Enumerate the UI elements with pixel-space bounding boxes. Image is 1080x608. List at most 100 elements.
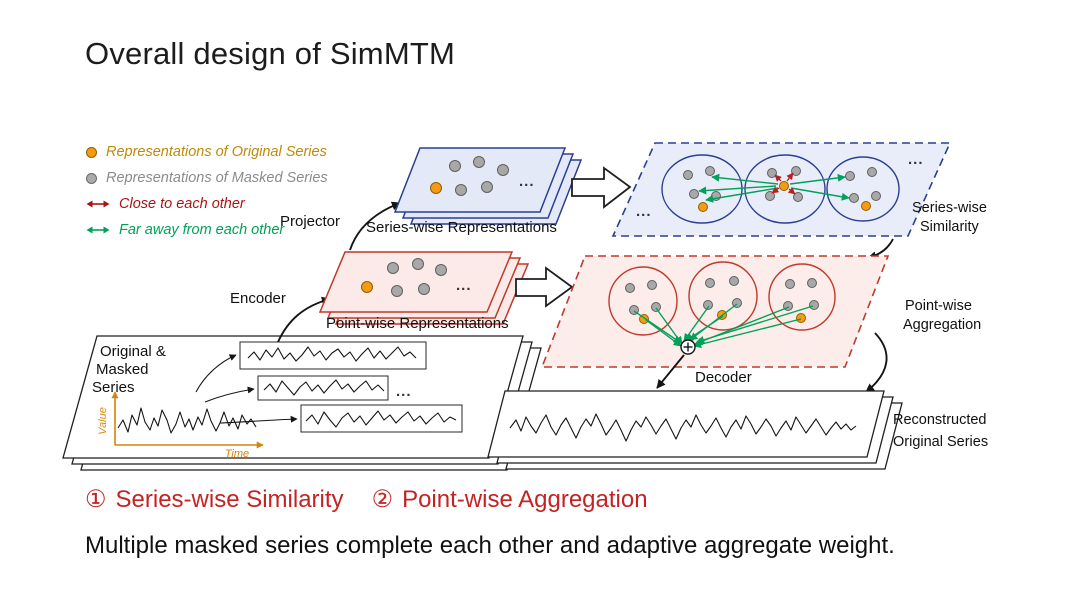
similarity-cluster-1 bbox=[661, 154, 743, 224]
aggregate-arrow bbox=[689, 303, 738, 341]
blue-sheet-front bbox=[393, 147, 567, 213]
aggregation-panel-plane bbox=[540, 255, 890, 368]
gray-dot bbox=[703, 300, 713, 310]
mask-arrow-3 bbox=[219, 415, 298, 424]
masked-series-box-3 bbox=[300, 404, 463, 433]
blue-sheet-ellipsis: ... bbox=[519, 173, 535, 190]
similarity-cluster-2 bbox=[744, 154, 826, 224]
gray-dot bbox=[867, 167, 877, 177]
gray-dot bbox=[647, 280, 657, 290]
orange-dot-icon bbox=[86, 146, 97, 158]
reconstructed-series-stack: Reconstructed Original Series bbox=[487, 390, 988, 470]
gray-dot bbox=[435, 264, 447, 276]
time-axis-label: Time bbox=[225, 448, 249, 460]
close-arrow bbox=[787, 187, 796, 195]
gray-dot bbox=[807, 278, 817, 288]
legend-label-far: Far away from each other bbox=[119, 222, 285, 238]
mask-arrow-1 bbox=[195, 354, 237, 393]
orange-dot bbox=[361, 281, 373, 293]
legend-item-original: Representations of Original Series bbox=[86, 144, 328, 160]
gray-dot bbox=[785, 279, 795, 289]
gray-dot bbox=[705, 278, 715, 288]
close-arrow bbox=[786, 172, 794, 182]
gray-dot bbox=[455, 184, 467, 196]
gray-dot bbox=[497, 164, 509, 176]
legend-item-masked: Representations of Masked Series bbox=[86, 170, 328, 186]
far-arrow bbox=[789, 173, 846, 185]
far-arrow bbox=[698, 185, 777, 195]
masked-series-box-2 bbox=[257, 375, 389, 401]
red-sheet-front bbox=[318, 251, 514, 313]
original-masked-label-line2: Masked bbox=[96, 361, 149, 378]
orange-dot bbox=[861, 201, 871, 211]
gray-dot bbox=[418, 283, 430, 295]
gray-dot bbox=[449, 160, 461, 172]
far-arrow bbox=[711, 173, 779, 185]
reconstructed-wave bbox=[509, 413, 857, 442]
gray-dot bbox=[767, 168, 777, 178]
legend-label-masked: Representations of Masked Series bbox=[106, 170, 328, 186]
similarity-ellipsis-right: ... bbox=[908, 151, 924, 168]
flow-arrow-bottom bbox=[515, 266, 574, 308]
similarity-to-aggregation-arrow bbox=[867, 238, 894, 261]
far-arrow-icon bbox=[86, 226, 110, 234]
original-series-wave bbox=[117, 407, 257, 434]
encoder-flow: Encoder bbox=[230, 290, 331, 343]
legend-label-close: Close to each other bbox=[119, 196, 245, 212]
aggregate-arrow bbox=[655, 307, 683, 345]
series-wise-similarity-label-line2: Similarity bbox=[920, 219, 980, 235]
aggregate-arrow bbox=[633, 310, 682, 344]
flow-arrow-top bbox=[571, 166, 632, 209]
orange-dot bbox=[698, 202, 708, 212]
series-wise-representation-sheets: ... Series-wise Representations bbox=[366, 147, 583, 236]
similarity-ellipsis-left: ... bbox=[636, 203, 652, 220]
circled-number-2: ② bbox=[371, 486, 394, 513]
legend-item-far: Far away from each other bbox=[86, 222, 328, 238]
gray-dot bbox=[849, 193, 859, 203]
gray-dot bbox=[809, 300, 819, 310]
gray-dot bbox=[625, 283, 635, 293]
aggregation-cluster-3 bbox=[768, 263, 836, 331]
similarity-cluster-3 bbox=[826, 156, 900, 222]
masked-series-wave-3 bbox=[305, 410, 457, 428]
gray-dot bbox=[765, 191, 775, 201]
key-point-1-label: Series-wise Similarity bbox=[115, 486, 344, 513]
value-axis-label: Value bbox=[97, 407, 109, 435]
gray-dot bbox=[683, 170, 693, 180]
far-arrow bbox=[705, 187, 779, 203]
aggregate-arrow bbox=[645, 319, 682, 347]
gray-dot bbox=[387, 262, 399, 274]
legend-label-original: Representations of Original Series bbox=[106, 144, 327, 160]
gray-dot bbox=[791, 166, 801, 176]
orange-dot bbox=[779, 181, 789, 191]
reconstructed-label-line2: Original Series bbox=[893, 434, 988, 450]
aggregate-arrow bbox=[693, 318, 802, 349]
gray-dot bbox=[689, 189, 699, 199]
page-title: Overall design of SimMTM bbox=[85, 36, 456, 71]
reconstructed-label-line1: Reconstructed bbox=[893, 412, 987, 428]
legend-item-close: Close to each other bbox=[86, 196, 328, 212]
recon-sheet-front bbox=[487, 390, 885, 458]
masked-series-wave-1 bbox=[247, 346, 417, 362]
gray-dot bbox=[793, 192, 803, 202]
decoder-label: Decoder bbox=[695, 369, 752, 386]
encoder-arrow bbox=[277, 296, 331, 343]
far-arrow bbox=[790, 187, 850, 201]
gray-dot bbox=[705, 166, 715, 176]
orange-dot bbox=[796, 313, 806, 323]
point-wise-aggregation-panel: Point-wise Aggregation bbox=[540, 255, 981, 368]
red-sheet-ellipsis: ... bbox=[456, 277, 472, 294]
gray-dot bbox=[391, 285, 403, 297]
series-wise-similarity-label-line1: Series-wise bbox=[912, 200, 987, 216]
encoder-label: Encoder bbox=[230, 290, 286, 307]
close-arrow-icon bbox=[86, 200, 110, 208]
mask-arrow-2 bbox=[204, 386, 255, 403]
point-wise-representation-sheets: ... Point-wise Representations bbox=[318, 251, 530, 332]
gray-dot bbox=[729, 276, 739, 286]
gray-dot bbox=[845, 171, 855, 181]
gray-dot bbox=[473, 156, 485, 168]
gray-dot bbox=[651, 302, 661, 312]
